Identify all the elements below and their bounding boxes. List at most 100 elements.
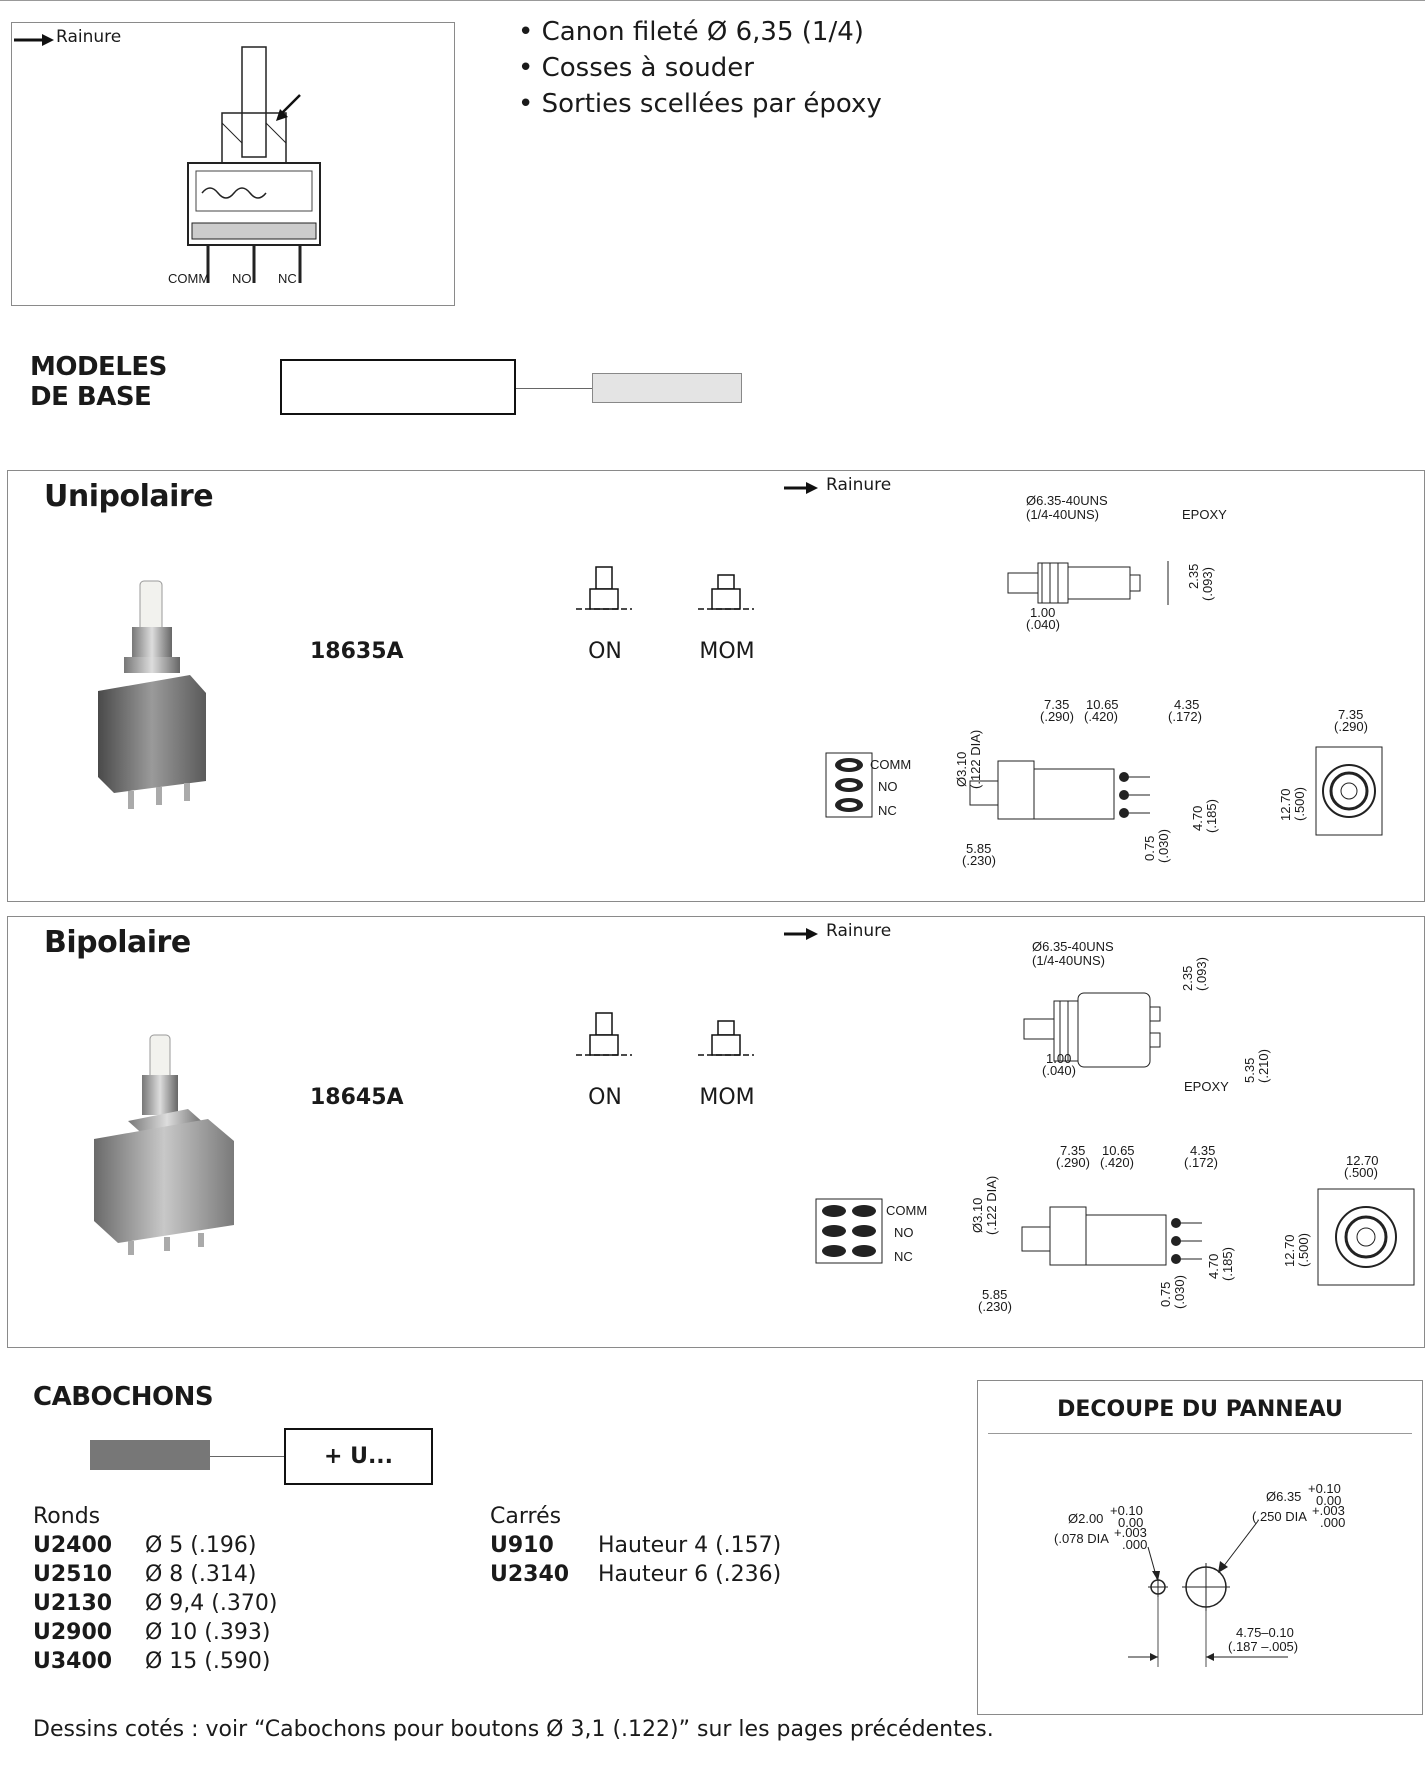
feature-item: • Sorties scellées par époxy [518, 89, 882, 119]
top-view-drawing [1007, 561, 1169, 605]
dim-b: 10.65 [1086, 697, 1119, 712]
large-hole-imp-tol-plus: +.003 [1312, 1503, 1345, 1518]
caps-code-box: + U... [284, 1428, 433, 1485]
large-hole-dim: Ø6.35 [1266, 1489, 1302, 1504]
base-models-title: MODELES DE BASE [30, 352, 167, 412]
side-view-drawing [969, 760, 1150, 820]
groove-label: Rainure [826, 921, 892, 941]
position-on-label: ON [588, 1085, 622, 1110]
dim-epoxy: EPOXY [1182, 507, 1227, 522]
panel-cutout-box: DECOUPE DU PANNEAU Ø2.00 +0.10 0.00 (.07… [977, 1380, 1423, 1715]
dim-f: 0.75 [1142, 835, 1157, 861]
terminal-nc: NC [894, 1249, 913, 1264]
dim-a-imperial: (.290) [1056, 1155, 1090, 1170]
dim-dia-imperial: (.122 DIA) [984, 1175, 999, 1235]
terminal-nc: NC [878, 803, 897, 818]
feature-item: • Cosses à souder [518, 53, 754, 83]
terminal-comm: COMM [168, 271, 210, 286]
dim-g-imperial: (.185) [1204, 799, 1219, 833]
spacing-imperial: (.187 –.005) [1228, 1639, 1299, 1654]
groove-label: Rainure [826, 475, 892, 495]
dim-thread-imperial: (1/4-40UNS) [1026, 507, 1099, 522]
dim-b-imperial: (.420) [1100, 1155, 1134, 1170]
dim-e-imperial: (.230) [962, 853, 996, 868]
caps-connector [210, 1456, 284, 1457]
small-hole-tol-plus: +0.10 [1110, 1503, 1143, 1518]
groove-label: Rainure [56, 27, 122, 47]
dim-a-imperial: (.290) [1040, 709, 1074, 724]
dim-f-imperial: (.030) [1156, 829, 1171, 863]
dim-1-imperial: (.040) [1042, 1063, 1076, 1078]
position-mom-icon [698, 1020, 754, 1056]
dim-3-imperial: (.210) [1256, 1049, 1271, 1083]
large-hole-tol-plus: +0.10 [1308, 1481, 1341, 1496]
position-on-label: ON [588, 639, 622, 664]
small-hole-imp-tol-plus: +.003 [1114, 1525, 1147, 1540]
dim-dia: Ø3.10 [970, 1197, 985, 1233]
dim-e: 5.85 [982, 1287, 1008, 1302]
small-hole-dim: Ø2.00 [1068, 1511, 1104, 1526]
dim-2-imperial: (.093) [1194, 957, 1209, 991]
position-on-icon [576, 1012, 632, 1056]
dim-c: 4.35 [1174, 697, 1200, 712]
dim-e-imperial: (.230) [978, 1299, 1012, 1314]
position-mom-icon [698, 574, 754, 610]
dim-1-imperial: (.040) [1026, 617, 1060, 632]
model-number: 18645A [310, 1085, 404, 1110]
small-hole-imperial: (.078 DIA [1054, 1531, 1109, 1546]
end-width-imperial: (.500) [1344, 1165, 1378, 1180]
dim-dia-imperial: (.122 DIA) [968, 729, 983, 789]
terminal-no: NO [878, 779, 898, 794]
small-hole-tol-minus: 0.00 [1118, 1515, 1144, 1530]
large-hole-tol-minus: 0.00 [1316, 1493, 1342, 1508]
dim-c: 4.35 [1190, 1143, 1216, 1158]
section-title: Unipolaire [44, 479, 214, 514]
dim-b-imperial: (.420) [1084, 709, 1118, 724]
end-view-drawing [1317, 1188, 1415, 1286]
position-mom-label: MOM [699, 1085, 755, 1110]
dim-g: 4.70 [1190, 805, 1205, 831]
base-model-option-box [592, 373, 742, 403]
pointer-arrow-icon [276, 94, 301, 121]
position-mom-label: MOM [699, 639, 755, 664]
dim-dia: Ø3.10 [954, 751, 969, 787]
end-height: 12.70 [1278, 788, 1293, 821]
square-caps-header: Carrés [490, 1504, 562, 1529]
large-hole-imperial: (.250 DIA [1252, 1509, 1307, 1524]
dim-a: 7.35 [1060, 1143, 1086, 1158]
schematic-inset: Rainure COMM NO NC [11, 22, 455, 306]
caps-title: CABOCHONS [33, 1382, 214, 1412]
terminal-nc: NC [278, 271, 297, 286]
small-hole-imp-tol-minus: .000 [1122, 1537, 1148, 1552]
terminal-comm: COMM [870, 757, 912, 772]
end-view-drawing [1315, 746, 1383, 836]
dim-thread-imperial: (1/4-40UNS) [1032, 953, 1105, 968]
switch-photo-unipolar [98, 580, 206, 809]
terminal-no: NO [894, 1225, 914, 1240]
dim-a: 7.35 [1044, 697, 1070, 712]
dim-f-imperial: (.030) [1172, 1275, 1187, 1309]
terminal-pattern-icon [815, 1198, 883, 1264]
terminal-no: NO [232, 271, 252, 286]
dim-epoxy: EPOXY [1184, 1079, 1229, 1094]
round-caps-header: Ronds [33, 1504, 101, 1529]
dim-3: 5.35 [1242, 1057, 1257, 1083]
switch-photo-bipolar [94, 1034, 234, 1255]
end-height: 12.70 [1282, 1234, 1297, 1267]
dim-c-imperial: (.172) [1184, 1155, 1218, 1170]
dim-2: 2.35 [1186, 563, 1201, 589]
caps-option-box [90, 1440, 210, 1470]
panel-cutout-title: DECOUPE DU PANNEAU [1057, 1397, 1343, 1422]
groove-arrow-icon [784, 482, 818, 494]
base-model-box [280, 359, 516, 415]
large-hole-imp-tol-minus: .000 [1320, 1515, 1346, 1530]
dim-1: 1.00 [1046, 1051, 1072, 1066]
end-height-imperial: (.500) [1292, 787, 1307, 821]
